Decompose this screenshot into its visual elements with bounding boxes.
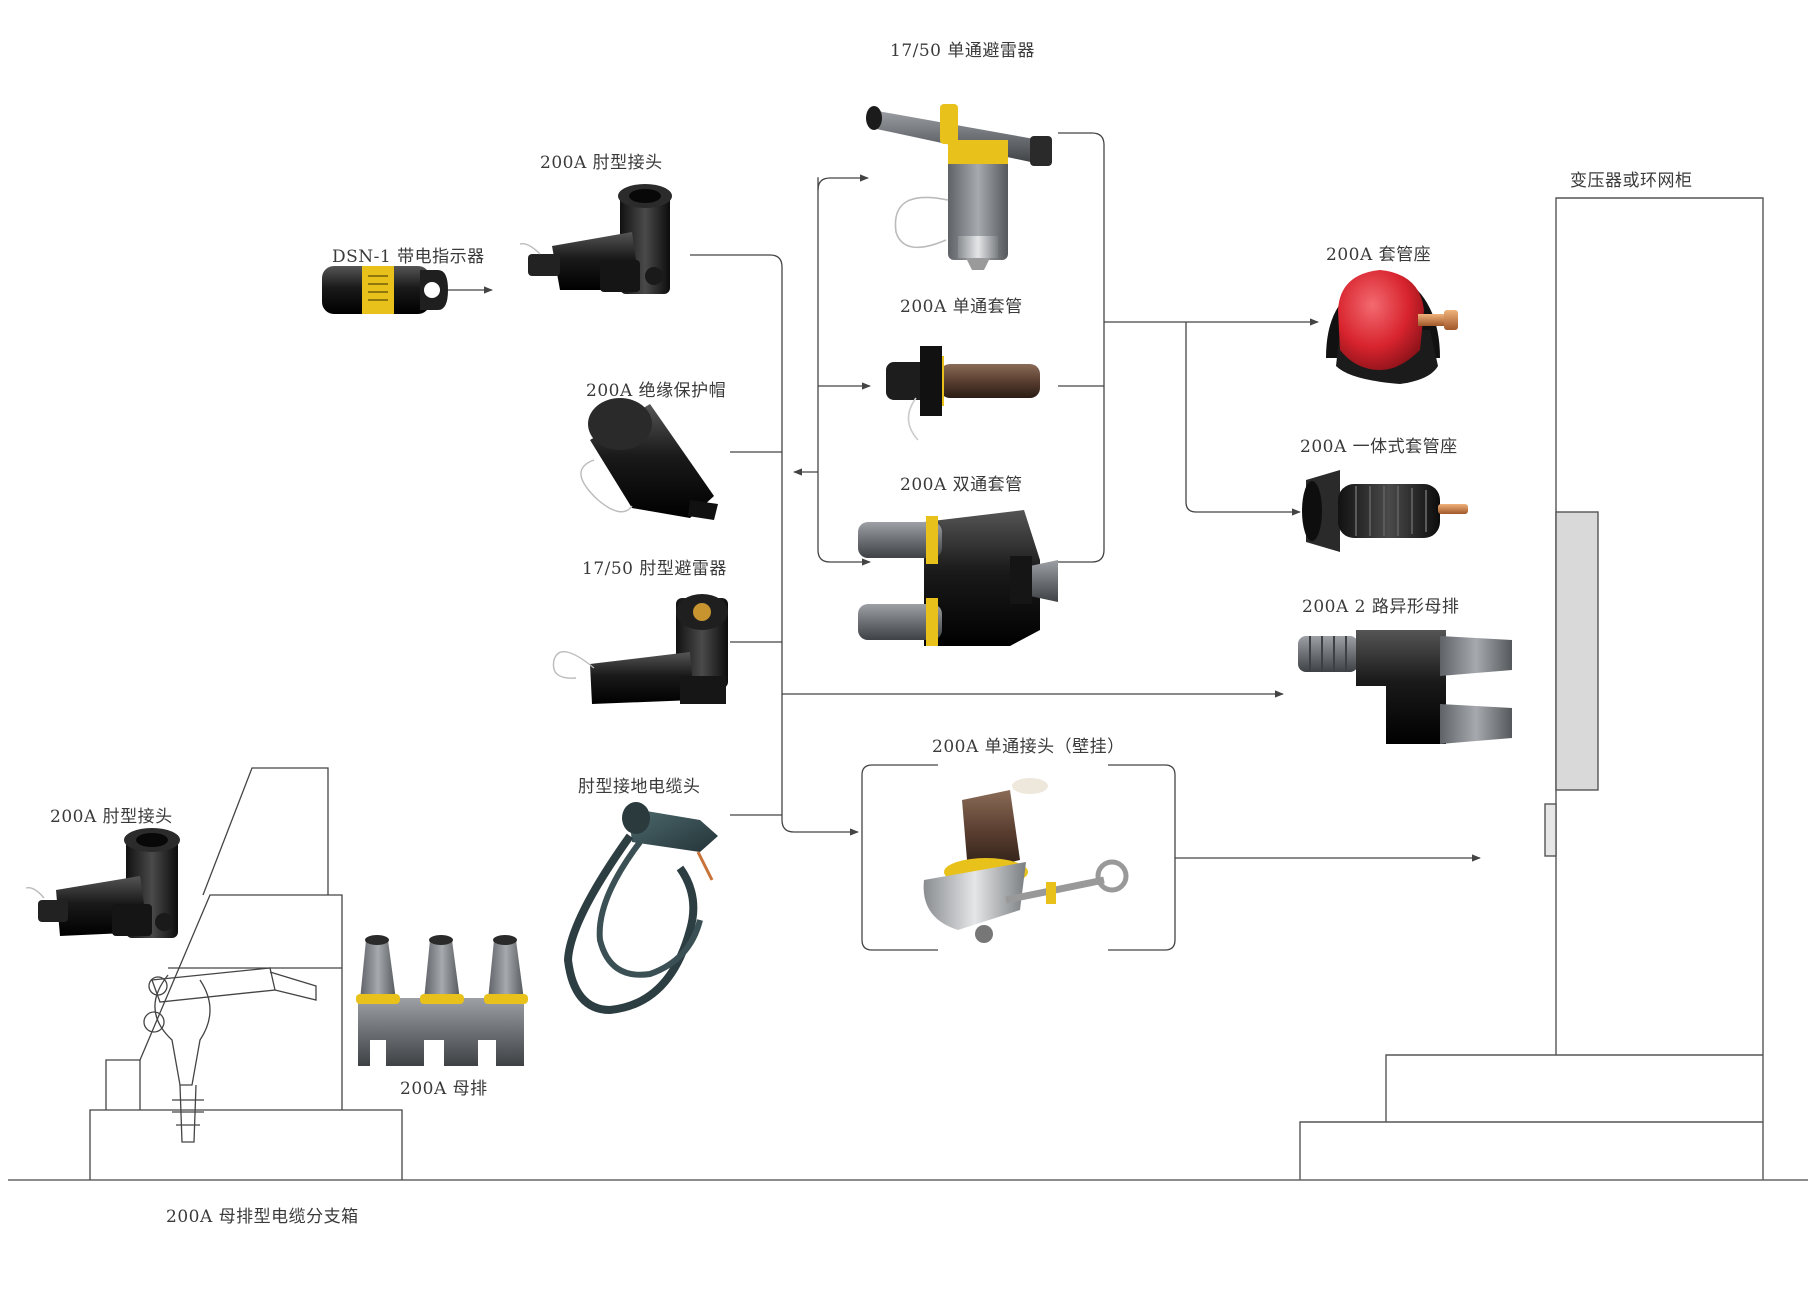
- bushing-bracket-bottom: [817, 177, 871, 566]
- drawn-cable: [179, 1084, 197, 1143]
- label-cable-branch-box: 200A 母排型电缆分支箱: [166, 1207, 359, 1227]
- label-parking-bushing-wall: 200A 单通接头（壁挂）: [932, 737, 1125, 757]
- right-bracket: [1058, 132, 1105, 563]
- connector-lines: [448, 132, 1481, 951]
- branch-box-base: [89, 1109, 403, 1180]
- label-bushing-well: 200A 套管座: [1326, 245, 1432, 265]
- label-bushing-insert-single: 200A 单通套管: [900, 297, 1023, 317]
- cabinet-socket: [1544, 803, 1557, 857]
- label-dsn-indicator: DSN-1 带电指示器: [332, 247, 485, 267]
- bushing-well-image: [1326, 270, 1458, 384]
- label-elbow-left: 200A 肘型接头: [50, 807, 173, 827]
- parking-bushing-wall-image: [923, 778, 1129, 943]
- wall-box-left: [861, 764, 938, 951]
- label-bushing-double: 200A 双通套管: [900, 475, 1023, 495]
- cabinet-panel: [1555, 511, 1599, 791]
- bushing-insert-single-image: [886, 346, 1040, 441]
- label-transformer-ring: 变压器或环网柜: [1570, 171, 1693, 191]
- dsn-indicator-image: [322, 266, 448, 314]
- cabinet-base-step2: [1299, 1121, 1763, 1180]
- label-arrester-straight: 17/50 单通避雷器: [890, 41, 1035, 61]
- bushing-double-image: [858, 510, 1058, 646]
- label-insulating-cap: 200A 绝缘保护帽: [586, 381, 727, 401]
- label-grounding-elbow: 肘型接地电缆头: [578, 777, 701, 797]
- junction-2way-image: [1298, 630, 1512, 744]
- integral-bushing-well-image: [1302, 470, 1468, 552]
- elbow-arrester-image: [552, 594, 728, 704]
- drawn-elbow-body: [151, 967, 276, 1003]
- bushing-bracket-top: [817, 174, 869, 191]
- drawn-elbow-probe: [269, 971, 317, 1001]
- arrester-straight-image: [866, 104, 1052, 270]
- branch-box-top: [202, 767, 329, 896]
- main-trunk-line: [690, 254, 859, 836]
- branch-box-step: [105, 1059, 141, 1110]
- label-junction-2way: 200A 2 路异形母排: [1302, 597, 1460, 617]
- label-elbow-top: 200A 肘型接头: [540, 153, 663, 173]
- elbow-connector-top-image: [519, 184, 672, 294]
- drawn-elbow-housing: [154, 974, 211, 1086]
- label-integral-bushing-well: 200A 一体式套管座: [1300, 437, 1458, 457]
- insulating-cap-image: [580, 398, 718, 520]
- drawn-elbow-eye-bottom: [143, 1011, 165, 1033]
- busbar-image: [356, 935, 528, 1066]
- drawn-elbow-eye-top: [148, 976, 168, 996]
- transformer-cabinet: [1299, 197, 1764, 1180]
- wall-box-right: [1108, 764, 1176, 951]
- grounding-elbow-image: [563, 802, 718, 1015]
- cable-branch-box: [89, 767, 403, 1180]
- label-busbar: 200A 母排: [400, 1079, 488, 1099]
- to-integral-well-arrow: [1185, 322, 1301, 516]
- elbow-connector-left-image: [25, 828, 180, 938]
- label-elbow-arrester: 17/50 肘型避雷器: [582, 559, 727, 579]
- cabinet-base-step1: [1385, 1054, 1763, 1122]
